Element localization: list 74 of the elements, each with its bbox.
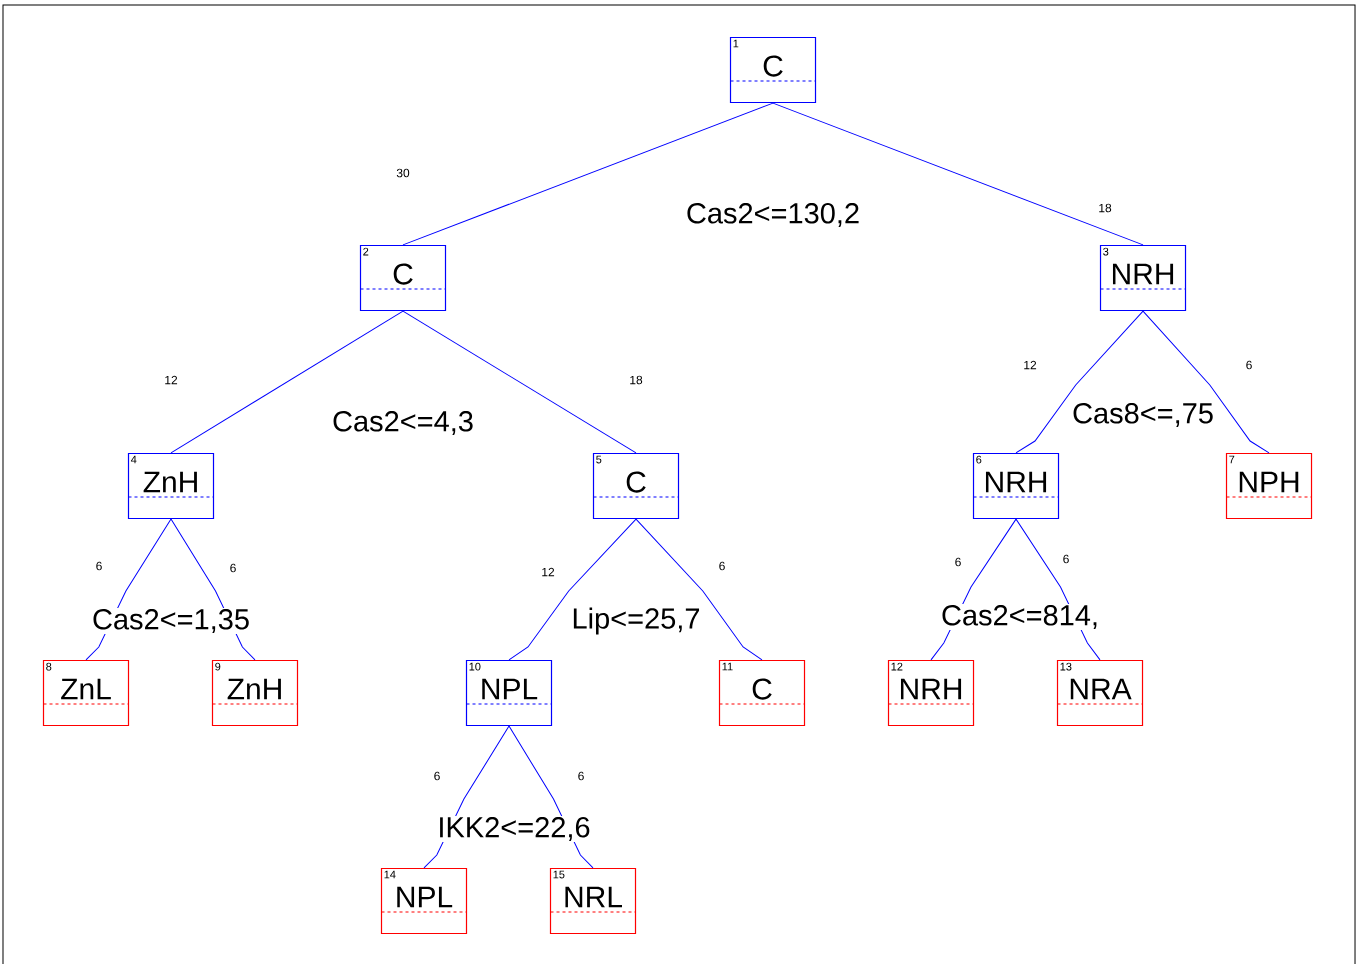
tree-branch [772, 102, 1144, 246]
node-number: 11 [722, 662, 733, 671]
edge-label: 18 [628, 374, 644, 386]
node-number: 7 [1229, 455, 1235, 464]
node-number: 13 [1060, 662, 1072, 671]
split-condition: Cas2<=4,3 [331, 410, 475, 436]
edge-label: 18 [1097, 202, 1113, 214]
tree-branch [508, 518, 637, 661]
tree-branch [402, 102, 774, 246]
tree-node-box [465, 659, 553, 727]
node-number: 2 [363, 247, 369, 256]
class-label: ZnH [143, 471, 197, 493]
tree-node-box [592, 452, 680, 520]
class-label: NRH [1113, 263, 1174, 285]
tree-node-box [1056, 659, 1144, 727]
node-number: 5 [596, 455, 602, 464]
split-condition: Cas8<=,75 [1071, 402, 1215, 428]
edge-label: 12 [1022, 359, 1038, 371]
edge-label: 6 [1061, 553, 1071, 565]
split-condition: Lip<=25,7 [570, 606, 702, 636]
tree-branch [1015, 310, 1144, 454]
tree-node-box [887, 659, 975, 727]
edge-label: 6 [576, 770, 586, 782]
node-number: 10 [469, 662, 481, 671]
node-number: 9 [215, 662, 221, 671]
node-number: 8 [46, 662, 52, 671]
tree-node-box [1225, 452, 1313, 520]
class-label: NRL [565, 886, 622, 908]
node-number: 1 [733, 39, 739, 48]
tree-node-box [211, 659, 299, 727]
tree-node-box [972, 452, 1060, 520]
class-label: NRA [1070, 678, 1132, 700]
edge-label: 6 [432, 770, 442, 782]
node-number: 6 [976, 455, 982, 464]
split-condition: Cas2<=1,35 [91, 608, 251, 634]
tree-branch [635, 518, 763, 661]
edge-label: 12 [540, 566, 556, 578]
class-label: C [763, 55, 783, 77]
tree-node-box [380, 867, 468, 935]
class-label: NRH [986, 471, 1047, 493]
class-label: ZnH [227, 678, 281, 700]
edge-label: 6 [228, 562, 238, 574]
node-number: 15 [553, 870, 565, 879]
class-label: C [752, 678, 772, 700]
tree-branch [402, 310, 637, 454]
class-label: NPH [1239, 471, 1299, 493]
edge-label: 30 [395, 167, 411, 179]
tree-node-box [359, 244, 447, 312]
class-label: C [393, 263, 413, 285]
node-number: 12 [891, 662, 903, 671]
node-number: 3 [1103, 247, 1109, 256]
split-condition: Cas2<=130,2 [684, 202, 862, 228]
split-condition: Cas2<=814, [940, 604, 1100, 630]
class-label: NPL [482, 678, 538, 700]
tree-node-box [718, 659, 806, 727]
edge-label: 6 [94, 560, 104, 572]
tree-branch [170, 310, 404, 454]
node-number: 4 [130, 455, 137, 464]
edge-label: 6 [717, 560, 727, 572]
edge-label: 12 [163, 374, 179, 386]
tree-node-box [42, 659, 130, 727]
tree-node-box [549, 867, 637, 935]
tree-branch [1142, 310, 1270, 454]
tree-node-box [127, 452, 215, 520]
class-label: C [626, 471, 646, 493]
edge-label: 6 [1244, 359, 1254, 371]
class-label: ZnL [61, 678, 111, 700]
class-label: NPL [397, 886, 453, 908]
edge-label: 6 [953, 556, 963, 568]
node-number: 14 [384, 870, 396, 879]
tree-node-box [729, 36, 817, 104]
class-label: NRH [900, 678, 962, 700]
tree-node-box [1099, 244, 1187, 312]
split-condition: IKK2<=22,6 [436, 816, 592, 842]
